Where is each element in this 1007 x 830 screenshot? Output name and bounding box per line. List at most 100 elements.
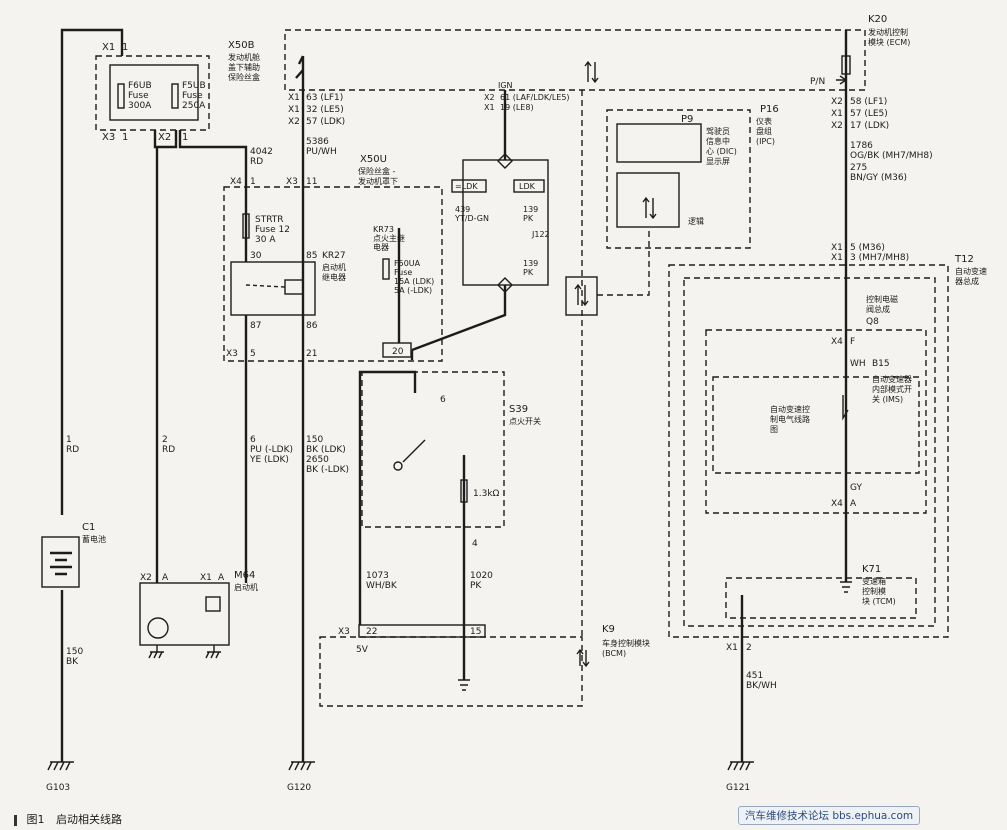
kr27-relay-outline — [230, 261, 316, 316]
bus-box-arrow-icon — [574, 283, 589, 307]
b15-name-1: 自动变速器 — [872, 374, 912, 384]
c1-id: C1 — [82, 522, 95, 533]
wire-4042-num: 4042 — [250, 147, 273, 157]
wire-1073-num: 1073 — [366, 571, 389, 581]
wire-1020-color: PK — [470, 581, 482, 591]
pn-resistor-icon — [841, 55, 851, 75]
fuse-f50ua-icon — [382, 258, 390, 280]
starter-solenoid-icon — [205, 596, 221, 612]
j122-out-wire — [411, 285, 507, 352]
ecm-bus-arrow-icon — [584, 60, 599, 84]
dic-display-outline — [616, 123, 702, 163]
wire-139b-color: PK — [523, 268, 534, 277]
k9-name-2: (BCM) — [602, 649, 626, 658]
wire-5386-num: 5386 — [306, 137, 329, 147]
forum-watermark: 汽车维修技术论坛 bbs.ephua.com — [738, 806, 921, 825]
wire-451-num: 451 — [746, 671, 763, 681]
ldk-label: =LDK — [455, 182, 478, 191]
k71-id: K71 — [862, 564, 881, 575]
x50b-name-3: 保险丝盒 — [228, 72, 260, 82]
relay-coil-icon — [284, 279, 304, 295]
q8-solenoid-outline — [683, 277, 936, 627]
label-pin87: 87 — [250, 321, 261, 331]
tcc-label-2: 制电气线路 — [770, 414, 810, 424]
j122-label: J122 — [531, 230, 550, 239]
label-x2-b: X2 — [158, 132, 171, 143]
ground-g120-icon — [288, 761, 315, 771]
tcc-label-1: 自动变速控 — [770, 404, 810, 414]
caption-number: 图1 — [26, 813, 45, 826]
figure-caption: 图1 启动相关线路 — [14, 811, 122, 827]
label-pin1: 1 — [122, 42, 128, 53]
ground-m64-a-icon — [148, 645, 164, 659]
caption-bar — [14, 814, 17, 826]
wire-2-color: RD — [162, 445, 175, 455]
wire-1786-color: OG/BK (MH7/MH8) — [850, 151, 933, 161]
f5ub-label-2: Fuse — [182, 91, 203, 101]
wire-1-rd — [60, 28, 124, 515]
label-pin32: 32 (LE5) — [306, 105, 344, 115]
fuse-f5ub-icon — [171, 83, 179, 109]
label-pin21: 21 — [306, 349, 317, 359]
resistor-icon — [460, 479, 468, 503]
label-pin15: 15 — [470, 627, 481, 637]
f6ub-label-1: F6UB — [128, 81, 152, 91]
k9-id: K9 — [602, 624, 615, 635]
ground-bcm-icon — [458, 679, 470, 691]
s39-id: S39 — [509, 404, 528, 415]
ign-label: IGN — [498, 81, 513, 90]
p9-id: P9 — [681, 114, 693, 125]
f5ub-label-3: 250A — [182, 101, 206, 111]
wire-1-num: 1 — [66, 435, 72, 445]
b15-name-3: 关 (IMS) — [872, 394, 903, 404]
kr73-label-3: 电器 — [373, 242, 389, 252]
x50b-name-1: 发动机舱 — [228, 52, 260, 62]
caption-title: 启动相关线路 — [56, 813, 122, 826]
f50ua-label-4: 5A (-LDK) — [394, 286, 432, 295]
b15-name-2: 内部模式开 — [872, 384, 912, 394]
f5ub-label-1: F5UB — [182, 81, 206, 91]
p9-name-2: 信息中 — [706, 136, 730, 146]
ground-k71-icon — [840, 581, 852, 593]
wire-2650-color: BK (-LDK) — [306, 465, 349, 475]
p9-name-3: 心 (DIC) — [706, 147, 737, 156]
k20-name-1: 发动机控制 — [868, 27, 908, 37]
k71-name-3: 块 (TCM) — [862, 596, 896, 606]
s39-name: 点火开关 — [509, 416, 541, 426]
k20-58: 58 (LF1) — [850, 97, 887, 107]
label-x1-2: X1 — [726, 643, 738, 653]
wire-150b-color: BK — [66, 657, 79, 667]
label-x3-c: X3 — [286, 177, 298, 187]
switch-contact-icon — [393, 461, 403, 471]
wire-1786-num: 1786 — [850, 141, 873, 151]
kr27-name-2: 继电器 — [322, 272, 346, 282]
label-x1-f: X1 — [288, 105, 300, 115]
ims-switch-icon — [842, 395, 849, 421]
fuse-bridge-wire — [153, 130, 178, 149]
wire-439-num: 439 — [455, 205, 470, 214]
nldk-tag-box — [513, 179, 545, 193]
ground-m64-b-icon — [205, 645, 221, 659]
bcm-5v-label: 5V — [356, 645, 369, 655]
wire-gy: GY — [850, 483, 863, 493]
p16-name-2: 盘组 — [756, 126, 772, 136]
label-pin2: 2 — [746, 643, 752, 653]
tcc-label-3: 图 — [770, 425, 778, 434]
label-pin1-c: 1 — [182, 132, 188, 143]
ground-g103-icon — [47, 761, 74, 771]
wire-1020-num: 1020 — [470, 571, 493, 581]
label-pin57: 57 (LDK) — [306, 117, 345, 127]
wire-4042-color: RD — [250, 157, 263, 167]
label-pin86: 86 — [306, 321, 318, 331]
switch-lever-icon — [402, 439, 426, 463]
wire-150a-color: BK (LDK) — [306, 445, 346, 455]
kr73-label-1: KR73 — [373, 225, 394, 234]
p9-name-4: 显示屏 — [706, 157, 730, 166]
wire-2650-num: 2650 — [306, 455, 329, 465]
q8-name-1: 控制电磁 — [866, 294, 898, 304]
wire-139b-num: 139 — [523, 259, 538, 268]
f50ua-label-3: 15A (LDK) — [394, 277, 434, 286]
label-pin-f: F — [850, 337, 855, 347]
